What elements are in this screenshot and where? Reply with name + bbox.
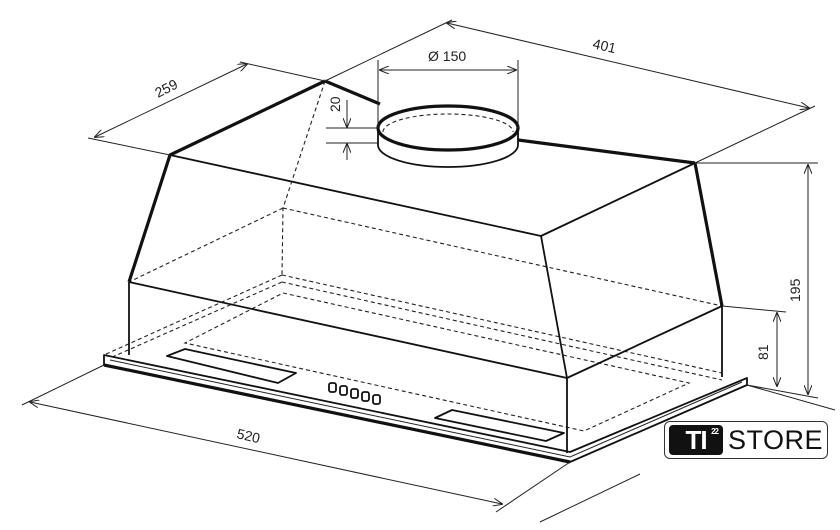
control-buttons <box>328 382 381 405</box>
lower-box <box>128 282 723 453</box>
logo-store-text: STORE <box>728 424 824 455</box>
dimension-lines <box>21 19 836 523</box>
logo-superscript: 22 <box>711 427 719 436</box>
hidden-edges <box>103 80 723 432</box>
base-plate <box>103 354 748 464</box>
duct-diameter-label: Ø 150 <box>428 48 466 64</box>
logo-mark: TI 22 <box>669 425 723 455</box>
width-label: 401 <box>591 35 618 56</box>
filter-panels <box>166 348 565 442</box>
store-logo: TI 22 STORE <box>664 421 828 459</box>
depth-label: 259 <box>152 76 180 101</box>
dimension-labels: 259 401 Ø 150 20 195 81 520 <box>152 35 803 446</box>
lower-height-label: 81 <box>755 344 771 360</box>
logo-brand: TI <box>685 424 707 455</box>
duct-height-label: 20 <box>327 96 343 112</box>
base-width-label: 520 <box>235 425 262 446</box>
total-height-label: 195 <box>787 278 803 302</box>
duct-collar <box>376 104 520 168</box>
upper-body <box>127 79 724 379</box>
